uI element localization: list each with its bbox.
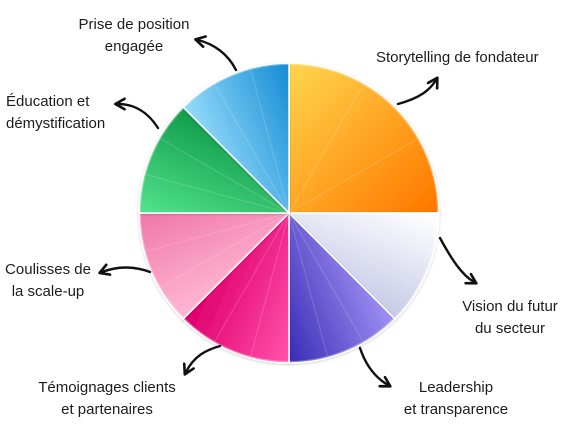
- slice-facet-line: [288, 84, 364, 214]
- arrow-storytelling: [396, 76, 439, 106]
- label-line: la scale-up: [11, 283, 85, 300]
- label-leadership: Leadership et transparence: [382, 377, 530, 421]
- slice-facet-line: [250, 69, 290, 214]
- label-line: Témoignages clients: [38, 379, 176, 396]
- arrow-temoignages: [182, 344, 222, 376]
- label-line: Éducation et: [6, 93, 90, 110]
- label-line: engagée: [104, 38, 164, 55]
- label-temoignages: Témoignages clients et partenaires: [22, 377, 192, 421]
- slice-facet-line: [250, 212, 290, 357]
- slice-facet-line: [288, 138, 418, 214]
- pie-rim-highlight: [139, 63, 439, 363]
- label-line: démystification: [6, 115, 106, 132]
- pie-slice-vision: [287, 212, 440, 321]
- label-line: Prise de position: [78, 16, 190, 33]
- label-coulisses: Coulisses de la scale-up: [0, 259, 96, 303]
- slice-facet-line: [288, 212, 418, 288]
- slice-facet-line: [160, 138, 290, 214]
- pie-slice-education: [138, 105, 291, 214]
- slice-facet-line: [288, 212, 328, 357]
- slice-facet-line: [145, 212, 290, 252]
- label-storytelling: Storytelling de fondateur: [376, 47, 539, 69]
- pie-slice-prise: [181, 62, 290, 215]
- pie-slice-leadership: [288, 211, 397, 364]
- arrow-education: [114, 97, 160, 130]
- label-vision: Vision du futur du secteur: [446, 296, 574, 340]
- label-line: Leadership: [418, 379, 494, 396]
- label-education: Éducation et démystification: [6, 91, 105, 135]
- label-line: du secteur: [474, 320, 546, 337]
- label-line: Coulisses de: [5, 261, 91, 278]
- pie-slice-temoignages: [181, 211, 290, 364]
- pie-slice-coulisses: [138, 212, 291, 321]
- arrow-vision: [438, 236, 478, 285]
- label-line: et transparence: [403, 401, 509, 418]
- label-prise-de-position: Prise de position engagée: [50, 14, 218, 58]
- label-line: Storytelling de fondateur: [376, 49, 539, 66]
- slice-facet-line: [288, 212, 433, 252]
- arrow-leadership: [358, 346, 392, 388]
- slice-facet-line: [214, 212, 290, 342]
- arrow-coulisses: [98, 263, 152, 276]
- label-line: et partenaires: [61, 401, 153, 418]
- label-line: Vision du futur: [462, 298, 558, 315]
- slice-facet-line: [214, 84, 290, 214]
- slice-facet-line: [288, 212, 364, 342]
- arrow-prise: [194, 35, 238, 72]
- slice-facet-line: [160, 212, 290, 288]
- slice-facet-line: [145, 174, 290, 214]
- pie-slice-storytelling: [288, 62, 440, 214]
